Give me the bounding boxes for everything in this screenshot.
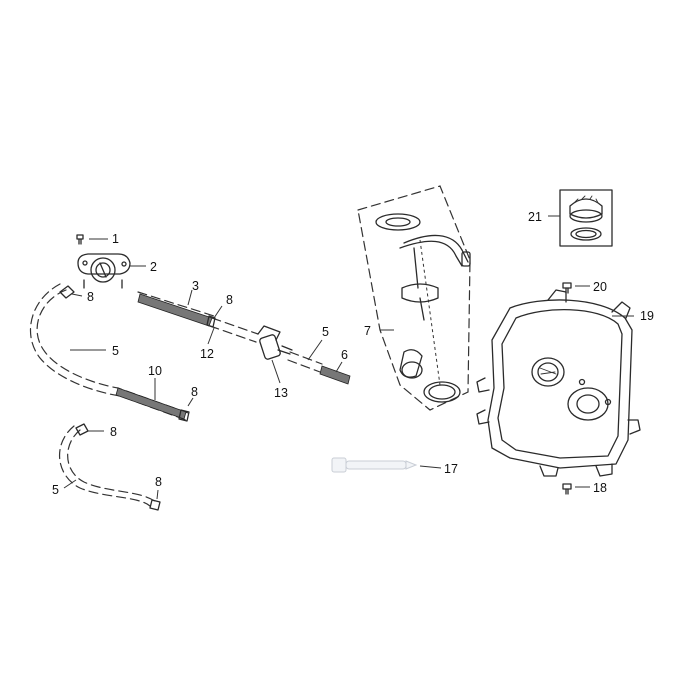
callout-8-b: 8 xyxy=(226,293,233,307)
callout-17: 17 xyxy=(444,462,458,476)
fuel-cap-part-21[interactable] xyxy=(548,189,613,247)
fuel-hose-part-12[interactable] xyxy=(207,317,259,345)
callout-20: 20 xyxy=(593,280,607,294)
callout-1: 1 xyxy=(112,232,119,246)
callout-12: 12 xyxy=(200,347,214,361)
callout-8-c: 8 xyxy=(110,425,117,439)
callout-13: 13 xyxy=(274,386,288,400)
hose-sleeve-part-3[interactable] xyxy=(137,289,215,327)
callout-10: 10 xyxy=(148,364,162,378)
callout-18: 18 xyxy=(593,481,607,495)
fuel-filter-part-13[interactable] xyxy=(257,325,293,384)
callout-3: 3 xyxy=(192,279,199,293)
callout-5-middle: 5 xyxy=(322,325,329,339)
callout-21: 21 xyxy=(528,210,542,224)
clamp-part-8-a[interactable] xyxy=(59,285,83,299)
callout-2: 2 xyxy=(150,260,157,274)
screw-part-20[interactable] xyxy=(562,282,590,294)
hose-sleeve-part-10[interactable] xyxy=(115,378,187,420)
callout-8-a: 8 xyxy=(87,290,94,304)
callout-7: 7 xyxy=(364,324,371,338)
fuel-tank-part-19[interactable] xyxy=(476,289,641,477)
clamp-part-8-d[interactable] xyxy=(178,397,194,422)
fuel-hose-part-5-left[interactable] xyxy=(30,283,189,421)
callout-5-left: 5 xyxy=(112,344,119,358)
bolt-part-17[interactable] xyxy=(331,457,442,473)
callout-8-e: 8 xyxy=(155,475,162,489)
clamp-part-8-b[interactable] xyxy=(206,305,223,328)
hose-sleeve-part-6[interactable] xyxy=(319,361,351,385)
callout-6: 6 xyxy=(341,348,348,362)
fuel-valve-part-2[interactable] xyxy=(77,253,146,289)
fuel-hose-part-5-middle[interactable] xyxy=(287,339,323,373)
callout-19: 19 xyxy=(640,309,654,323)
fuel-pump-assembly-part-7[interactable] xyxy=(357,185,471,411)
callout-8-d: 8 xyxy=(191,385,198,399)
screw-part-18[interactable] xyxy=(562,483,590,495)
callout-5-lower: 5 xyxy=(52,483,59,497)
clamp-part-8-e[interactable] xyxy=(149,489,161,511)
screw-part-1[interactable] xyxy=(76,234,108,245)
callout-labels: 1 2 3 5 5 5 6 7 8 8 8 8 8 10 12 13 17 18… xyxy=(52,210,654,497)
clamp-part-8-c[interactable] xyxy=(75,423,104,436)
fuel-hose-part-5-lower[interactable] xyxy=(59,425,157,507)
